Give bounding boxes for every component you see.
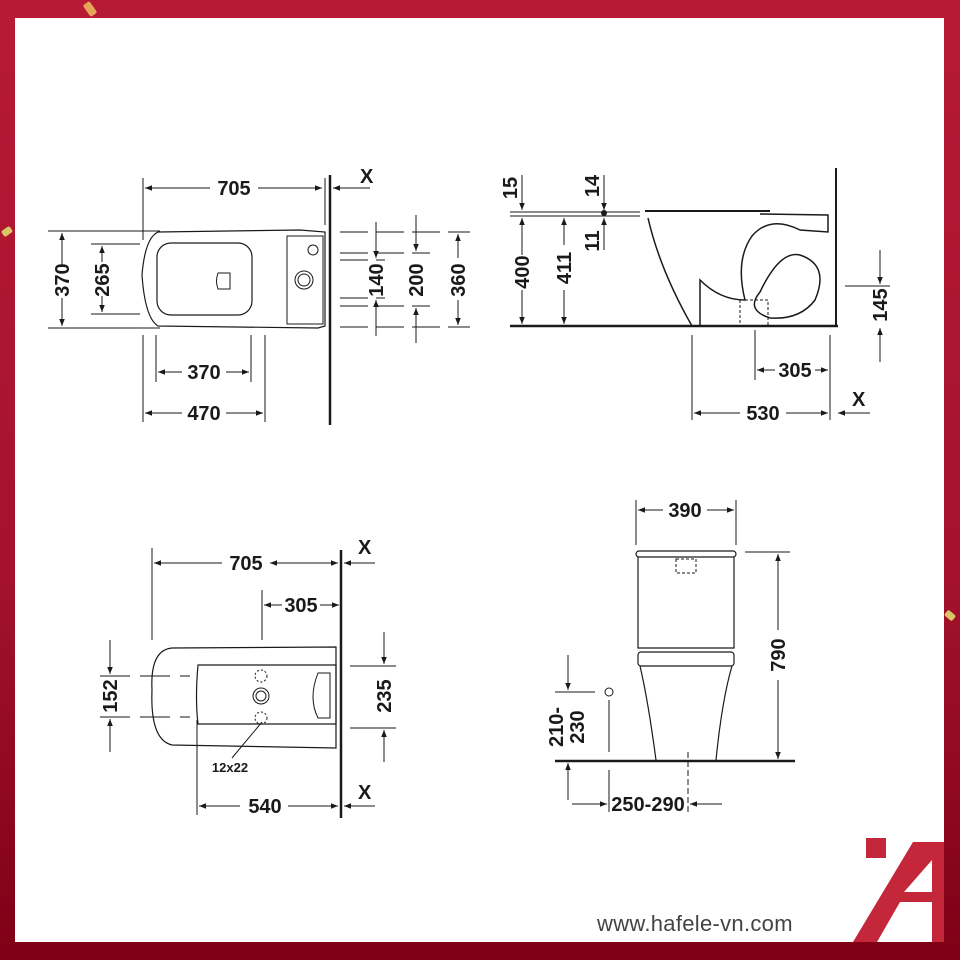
dim-top-370: 370 <box>187 362 220 384</box>
dim-side-x: X <box>852 389 866 411</box>
floor-plan-drawing <box>100 548 396 818</box>
dim-side-11: 11 <box>582 230 604 251</box>
dim-top-470: 470 <box>187 403 220 425</box>
dim-top-265: 265 <box>92 263 114 296</box>
dim-side-15: 15 <box>500 177 522 199</box>
drawing-panel <box>15 18 944 942</box>
dim-front-210: 210- <box>546 707 568 747</box>
dim-side-14: 14 <box>582 174 604 197</box>
dim-side-400: 400 <box>512 255 534 288</box>
dim-plan-x-bottom: X <box>358 782 372 804</box>
dim-front-250-290: 250-290 <box>611 794 684 816</box>
dim-top-140: 140 <box>366 263 388 296</box>
dim-front-790: 790 <box>768 638 790 671</box>
dim-side-305: 305 <box>778 360 811 382</box>
dim-plan-235: 235 <box>374 679 396 712</box>
dim-front-390: 390 <box>668 500 701 522</box>
dim-top-705: 705 <box>217 178 250 200</box>
dim-side-145: 145 <box>870 288 892 321</box>
dim-top-200: 200 <box>406 263 428 296</box>
dim-plan-540: 540 <box>248 796 281 818</box>
dim-plan-152: 152 <box>100 679 122 712</box>
dim-side-411: 411 <box>554 252 576 284</box>
side-view-drawing <box>510 168 890 420</box>
dim-top-370w: 370 <box>52 263 74 296</box>
hafele-a-logo-icon <box>853 838 944 942</box>
dim-plan-bolt: 12x22 <box>212 760 248 775</box>
top-view-drawing <box>48 175 470 425</box>
front-view-drawing <box>555 500 795 812</box>
dim-side-530: 530 <box>746 403 779 425</box>
dim-top-360: 360 <box>448 263 470 296</box>
dim-plan-x-top: X <box>358 537 372 559</box>
website-url[interactable]: www.hafele-vn.com <box>597 911 793 936</box>
dim-front-230: 230 <box>567 710 589 743</box>
dim-top-x: X <box>360 166 374 188</box>
dim-plan-305: 305 <box>284 595 317 617</box>
dim-plan-705: 705 <box>229 553 262 575</box>
